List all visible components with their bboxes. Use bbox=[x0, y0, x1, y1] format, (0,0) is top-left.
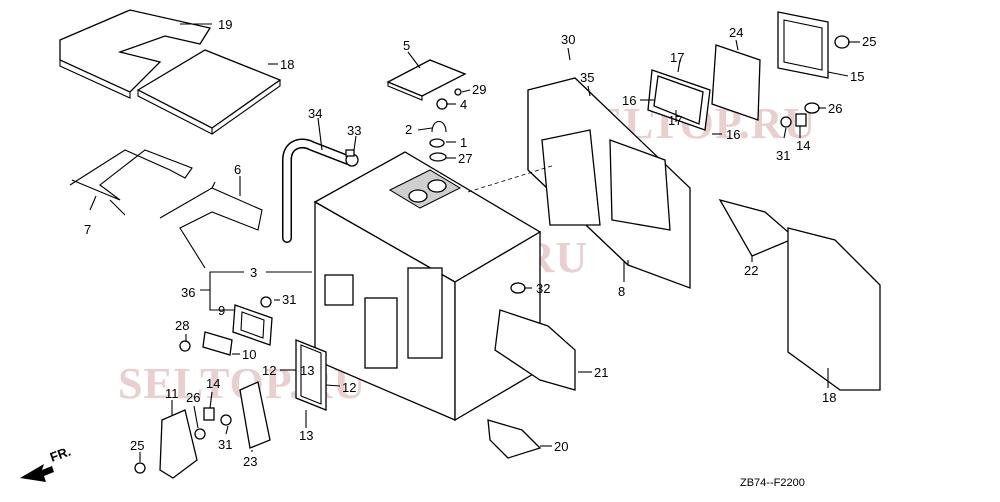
part-33-clamp bbox=[345, 149, 359, 167]
callout-8: 8 bbox=[618, 284, 625, 299]
callout-19: 19 bbox=[218, 17, 232, 32]
part-8-rear-frame bbox=[467, 77, 691, 289]
direction-label: FR. bbox=[48, 444, 73, 465]
diagram-code: ZB74--F2200 bbox=[740, 477, 805, 489]
callout-5: 5 bbox=[403, 38, 410, 53]
callout-14: 14 bbox=[796, 138, 810, 153]
part-19-cover-plate bbox=[59, 9, 212, 99]
callout-29: 29 bbox=[472, 82, 486, 97]
part-32-nut bbox=[510, 282, 526, 294]
part-5-plate bbox=[386, 59, 467, 101]
callout-10: 10 bbox=[242, 347, 256, 362]
callout-20: 20 bbox=[554, 439, 568, 454]
callout-22: 22 bbox=[744, 263, 758, 278]
front-direction-arrow-icon bbox=[20, 464, 54, 482]
part-31-nut-left bbox=[260, 296, 272, 308]
callout-30: 30 bbox=[561, 32, 575, 47]
part-21-panel bbox=[494, 309, 576, 391]
part-17-gasket-frame bbox=[647, 69, 711, 131]
callout-4: 4 bbox=[460, 97, 467, 112]
part-10-plate bbox=[202, 331, 233, 356]
part-25-knob-lower bbox=[134, 462, 146, 474]
callout-18: 18 bbox=[280, 57, 294, 72]
callout-12: 12 bbox=[342, 380, 356, 395]
callout-33: 33 bbox=[347, 123, 361, 138]
part-9-bracket bbox=[232, 304, 273, 346]
part-20-panel bbox=[487, 419, 542, 459]
part-18-top-panel bbox=[136, 49, 282, 135]
callout-6: 6 bbox=[234, 162, 241, 177]
hardware-cluster-top bbox=[429, 88, 462, 162]
part-15-door bbox=[777, 11, 829, 79]
callout-14: 14 bbox=[206, 376, 220, 391]
callout-12: 12 bbox=[262, 363, 276, 378]
hardware-cluster-right bbox=[780, 102, 820, 128]
callout-17: 17 bbox=[668, 113, 682, 128]
callout-labels: 19 18 5 30 24 25 15 29 4 35 17 16 17 16 … bbox=[84, 17, 876, 469]
callout-31: 31 bbox=[282, 292, 296, 307]
callout-25: 25 bbox=[862, 34, 876, 49]
callout-13: 13 bbox=[300, 363, 314, 378]
callout-34: 34 bbox=[308, 106, 322, 121]
callout-13: 13 bbox=[299, 428, 313, 443]
part-25-knob bbox=[834, 35, 850, 49]
part-34-hose bbox=[282, 138, 353, 243]
callout-18: 18 bbox=[822, 390, 836, 405]
callout-35: 35 bbox=[580, 70, 594, 85]
part-18-side-panel bbox=[787, 227, 881, 391]
callout-32: 32 bbox=[536, 281, 550, 296]
part-24-cover bbox=[711, 44, 761, 121]
callout-9: 9 bbox=[218, 303, 225, 318]
part-3-main-housing bbox=[313, 151, 542, 422]
part-28-screw bbox=[179, 340, 191, 352]
part-6-wire-frame bbox=[159, 181, 263, 269]
callout-3: 3 bbox=[250, 265, 257, 280]
callout-26: 26 bbox=[828, 101, 842, 116]
part-11-door bbox=[159, 409, 198, 479]
callout-2: 2 bbox=[405, 122, 412, 137]
callout-23: 23 bbox=[243, 454, 257, 469]
hardware-cluster-lower bbox=[194, 407, 232, 440]
callout-31: 31 bbox=[218, 437, 232, 452]
callout-15: 15 bbox=[850, 69, 864, 84]
callout-17: 17 bbox=[670, 50, 684, 65]
callout-1: 1 bbox=[460, 135, 467, 150]
part-22-panel bbox=[718, 198, 797, 257]
callout-16: 16 bbox=[726, 127, 740, 142]
callout-16: 16 bbox=[622, 93, 636, 108]
callout-25: 25 bbox=[130, 438, 144, 453]
part-13-frame bbox=[295, 339, 327, 411]
leader-lines bbox=[89, 23, 860, 462]
callout-31: 31 bbox=[776, 148, 790, 163]
part-23-cover bbox=[239, 381, 271, 449]
callout-27: 27 bbox=[458, 151, 472, 166]
part-7-wire-frame bbox=[69, 149, 193, 216]
callout-26: 26 bbox=[186, 390, 200, 405]
callout-36: 36 bbox=[181, 285, 195, 300]
callout-7: 7 bbox=[84, 222, 91, 237]
callout-24: 24 bbox=[729, 25, 743, 40]
callout-21: 21 bbox=[594, 365, 608, 380]
callout-11: 11 bbox=[165, 386, 179, 401]
callout-28: 28 bbox=[175, 318, 189, 333]
